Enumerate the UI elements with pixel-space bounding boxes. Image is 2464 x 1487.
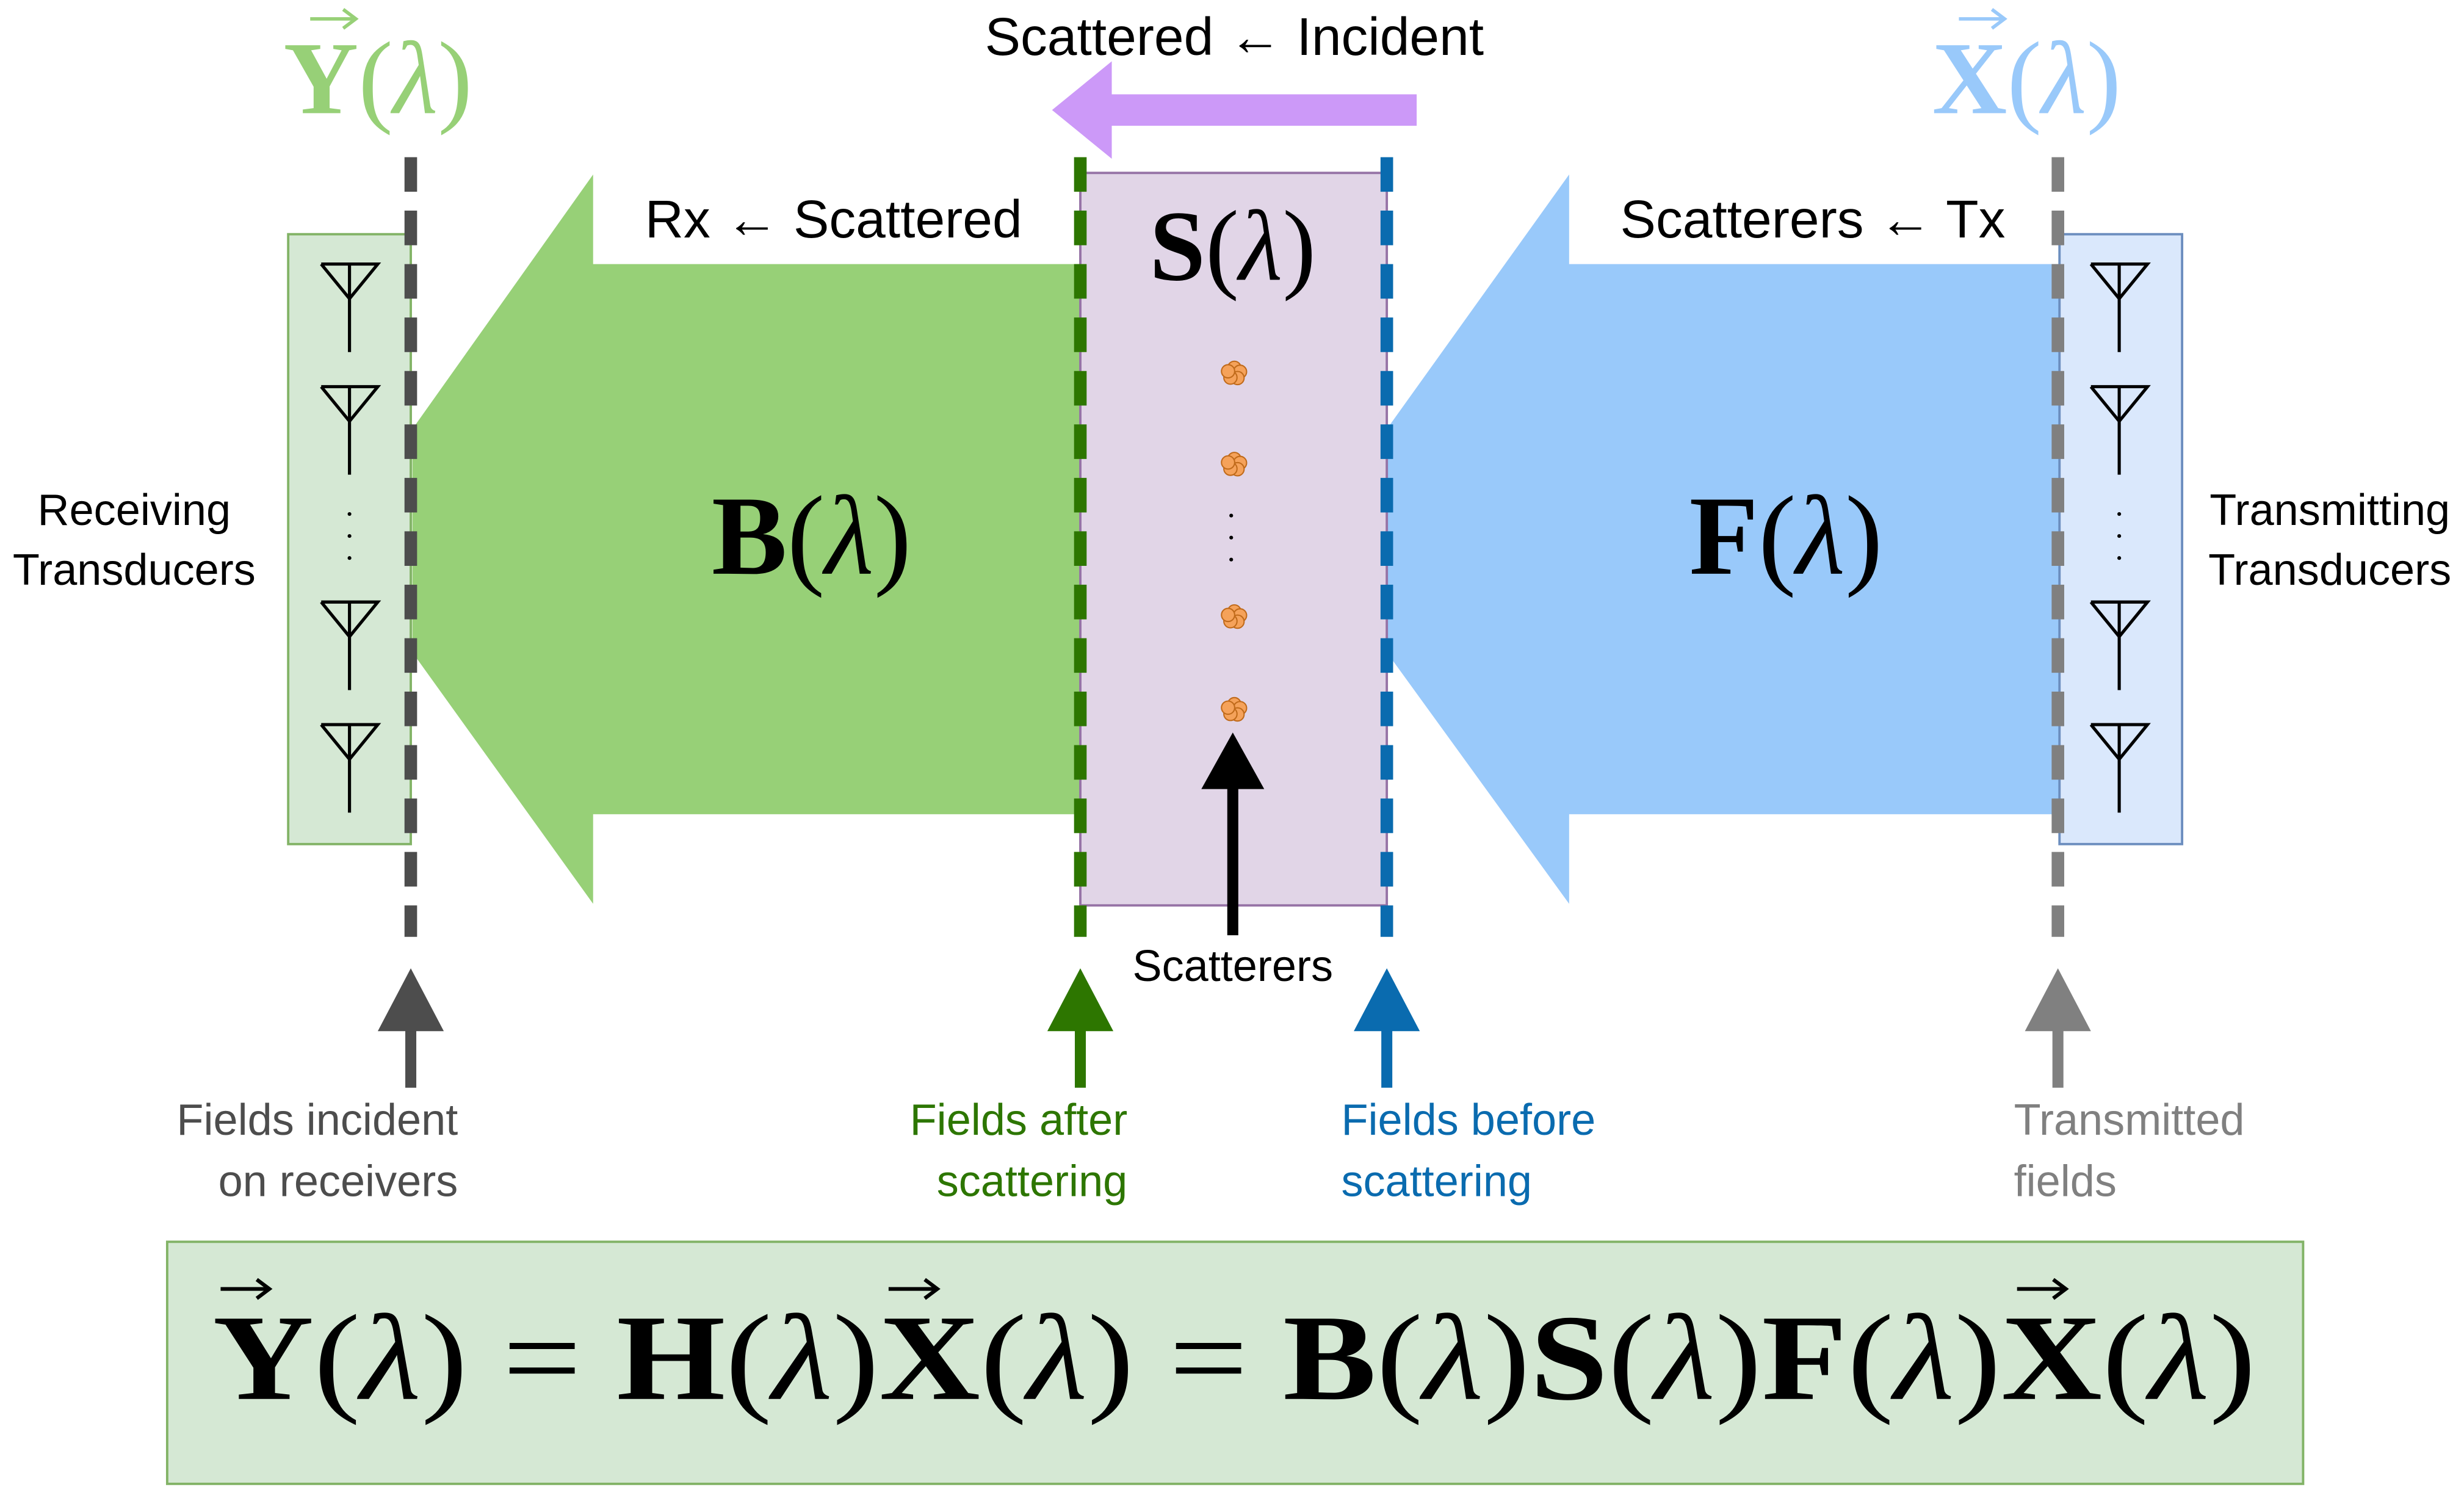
antenna-ellipsis (2117, 512, 2122, 560)
fields-incident-label-line1: Fields incident (176, 1096, 458, 1145)
scatterers-pointer-arrow (1201, 732, 1265, 936)
forward-propagation-arrow (1387, 174, 2060, 904)
transmitted-plane-arrow (2025, 968, 2091, 1088)
rx-scattered-label: Rx ← Scattered (645, 189, 1022, 249)
equation-box (165, 1240, 2305, 1485)
vector-arrow-icon (1959, 8, 2007, 30)
antenna-ellipsis (347, 512, 352, 560)
scattered-incident-arrow (1052, 61, 1417, 159)
transmitted-fields-label-line2: fields (2014, 1157, 2117, 1206)
backward-matrix-label: B(λ) (712, 474, 911, 599)
x-symbol: X (1932, 21, 2007, 136)
fields-before-label-line1: Fields before (1341, 1096, 1595, 1145)
after-scattering-arrow (1047, 968, 1114, 1088)
fields-after-label-line1: Fields after (910, 1096, 1128, 1145)
scatterer-ellipsis (1229, 513, 1234, 562)
transmitted-vector-label: X(λ) (1932, 8, 2122, 136)
fields-before-label-line2: scattering (1341, 1157, 1532, 1206)
transmitter-antennas (2091, 264, 2148, 813)
receiver-antennas (321, 264, 378, 813)
vector-arrow-icon (220, 1278, 273, 1300)
backward-propagation-arrow (412, 174, 1081, 904)
scattered-incident-label: Scattered ← Incident (985, 7, 1484, 67)
receiving-transducers-label-line1: Receiving (38, 486, 231, 535)
system-equation: Y(λ) = H(λ)X(λ) = B(λ)S(λ)F(λ)X(λ) (213, 1290, 2256, 1426)
svg-text:X(λ): X(λ) (1932, 21, 2122, 136)
vector-arrow-icon (2017, 1278, 2069, 1300)
scatterers-label: Scatterers (1133, 942, 1334, 991)
vector-arrow-icon (310, 8, 359, 30)
equation-vector-arrows (220, 1278, 2069, 1300)
fields-after-label-line2: scattering (937, 1157, 1128, 1206)
svg-text:Y(λ): Y(λ) (283, 21, 472, 136)
receiving-transducers-label-line2: Transducers (13, 546, 256, 595)
received-vector-label: Y(λ) (283, 8, 472, 136)
transmitting-transducers-label-line1: Transmitting (2209, 486, 2450, 535)
before-scattering-arrow (1354, 968, 1420, 1088)
transmitting-transducers-label-line2: Transducers (2208, 546, 2451, 595)
receiver-plane-arrow (377, 968, 444, 1088)
y-symbol: Y (283, 21, 358, 136)
transmitted-fields-label-line1: Transmitted (2014, 1096, 2245, 1145)
scatterers-tx-label: Scatterers ← Tx (1620, 189, 2006, 249)
fields-incident-label-line2: on receivers (219, 1157, 458, 1206)
forward-matrix-label: F(λ) (1689, 474, 1883, 599)
scattering-matrix-label: S(λ) (1149, 190, 1316, 302)
vector-arrow-icon (888, 1278, 941, 1300)
